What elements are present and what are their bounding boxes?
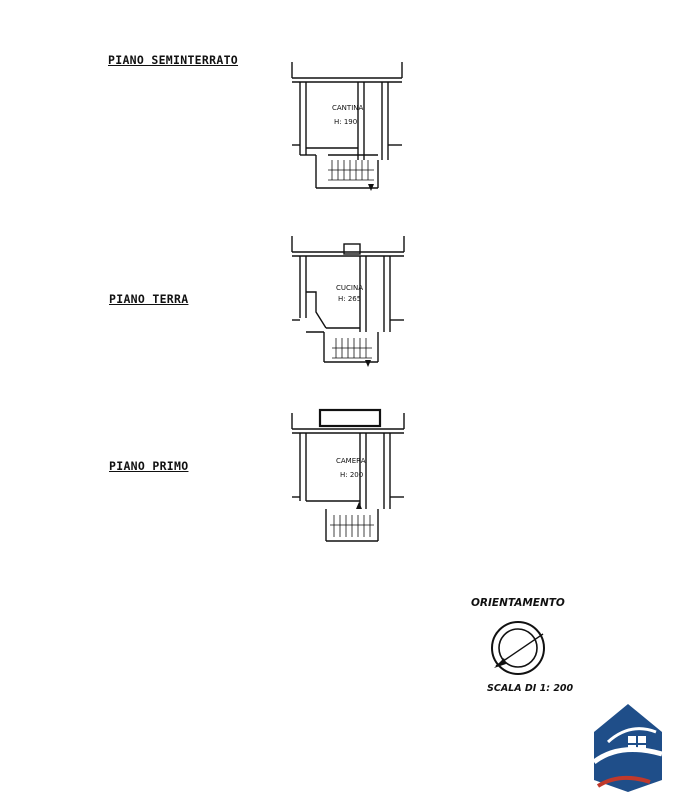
- floor-label-primo: PIANO PRIMO: [109, 459, 189, 473]
- compass-icon: [491, 621, 545, 675]
- room-name-camera: CAMERA: [336, 457, 366, 465]
- room-name-cantina: CANTINA: [332, 104, 363, 112]
- house-logo-icon: [592, 704, 663, 792]
- room-height-camera: H: 200: [340, 471, 363, 479]
- floor-label-seminterrato: PIANO SEMINTERRATO: [108, 53, 239, 67]
- floor-plan-seminterrato: CANTINA H: 190: [291, 62, 403, 191]
- scale-label: SCALA DI 1: 200: [487, 683, 574, 694]
- floor-plan-primo: CAMERA H: 200: [291, 408, 405, 542]
- room-name-cucina: CUCINA: [336, 284, 363, 292]
- room-height-cucina: H: 265: [338, 295, 361, 303]
- floor-label-terra: PIANO TERRA: [109, 292, 189, 306]
- room-height-cantina: H: 190: [334, 118, 357, 126]
- floor-plan-terra: CUCINA H: 265: [291, 236, 405, 367]
- orientation-title: ORIENTAMENTO: [471, 597, 565, 609]
